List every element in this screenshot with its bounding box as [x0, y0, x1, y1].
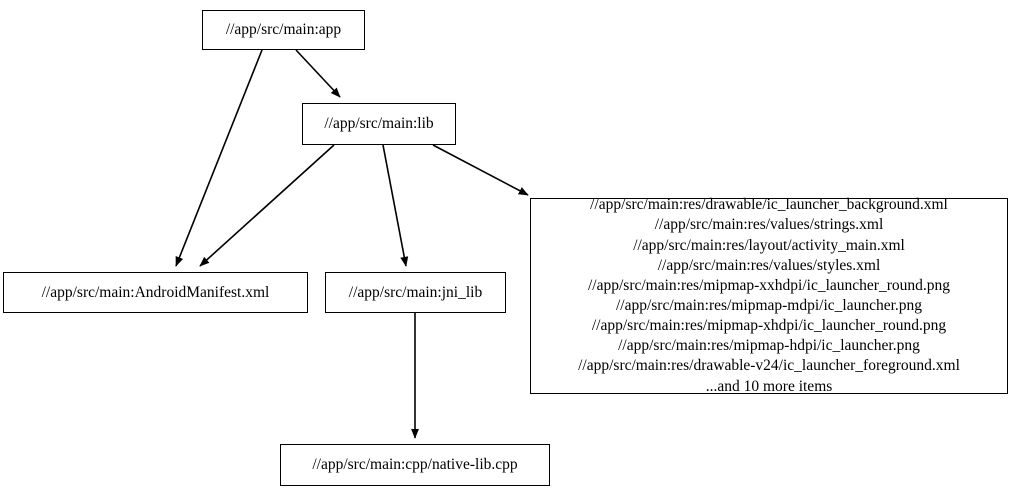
graph-node-native-lib-cpp[interactable]: //app/src/main:cpp/native-lib.cpp: [280, 444, 550, 486]
graph-node-jni-lib[interactable]: //app/src/main:jni_lib: [325, 272, 506, 313]
graph-node-native-lib-cpp-label: //app/src/main:cpp/native-lib.cpp: [312, 456, 518, 474]
graph-node-app[interactable]: //app/src/main:app: [202, 10, 365, 50]
graph-node-jni-lib-label: //app/src/main:jni_lib: [348, 283, 483, 301]
graph-node-android-manifest-label: //app/src/main:AndroidManifest.xml: [41, 283, 270, 301]
graph-node-app-label: //app/src/main:app: [225, 21, 342, 39]
graph-node-lib-label: //app/src/main:lib: [324, 115, 434, 133]
graph-node-resources-label: //app/src/main:res/drawable/ic_launcher_…: [578, 196, 960, 395]
graph-node-resources[interactable]: //app/src/main:res/drawable/ic_launcher_…: [530, 196, 1008, 395]
edge-lib-to-manifest: [199, 144, 335, 267]
graph-node-lib[interactable]: //app/src/main:lib: [302, 103, 456, 145]
edge-app-to-lib: [295, 49, 341, 98]
edge-lib-to-jni-lib: [382, 144, 409, 267]
edge-lib-to-resources: [432, 144, 529, 196]
graph-node-android-manifest[interactable]: //app/src/main:AndroidManifest.xml: [3, 272, 308, 313]
edge-app-to-manifest: [175, 49, 263, 267]
